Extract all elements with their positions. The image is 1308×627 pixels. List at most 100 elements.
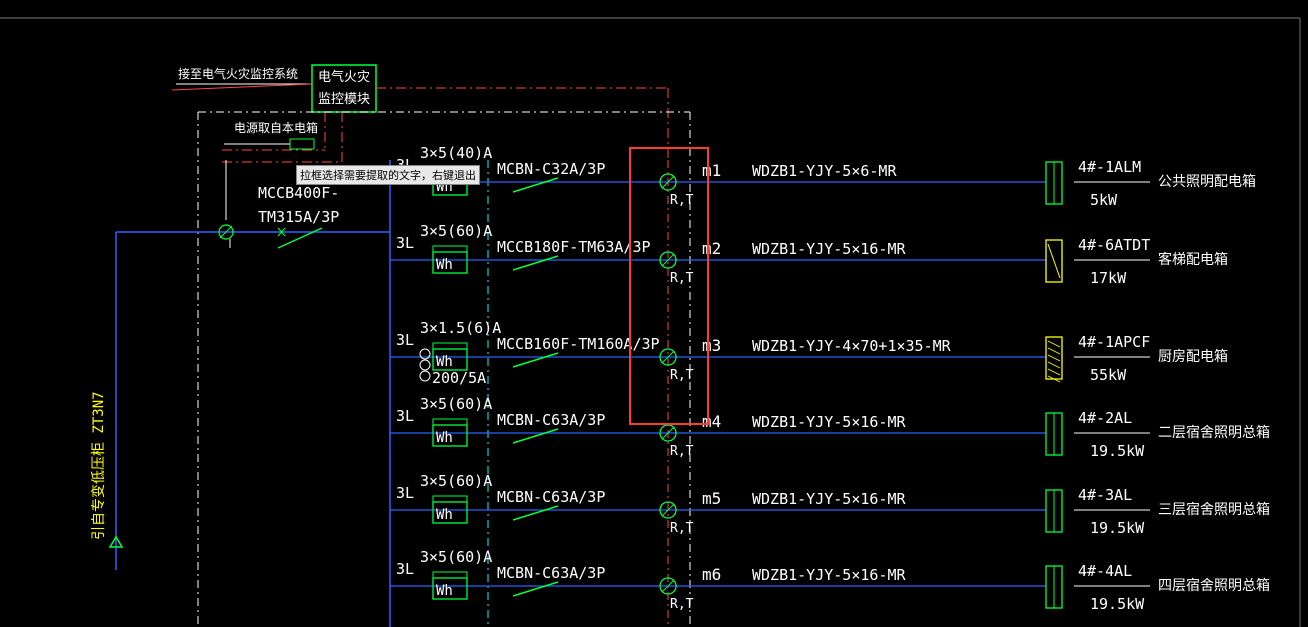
breaker-symbol <box>512 428 559 444</box>
cable-spec: WDZB1-YJY-5×16-MR <box>752 566 906 584</box>
meter-top-box <box>432 571 468 579</box>
phase-label: 3L <box>396 560 414 578</box>
main-breaker-line2: TM315A/3P <box>258 208 339 226</box>
breaker-rating: MCCB160F-TM160A/3P <box>497 335 660 353</box>
phase-label: 3L <box>396 484 414 502</box>
meter-rating: 3×5(60)A <box>420 222 492 240</box>
rt-label: R,T <box>670 271 694 286</box>
ct-symbol <box>659 501 677 519</box>
box-description: 四层宿舍照明总箱 <box>1158 577 1270 594</box>
distribution-box-symbol <box>1045 239 1063 283</box>
meter-top-box <box>432 495 468 503</box>
box-description: 厨房配电箱 <box>1158 349 1228 365</box>
ct-slash <box>661 350 675 364</box>
breaker-rating: MCBN-C32A/3P <box>497 160 605 178</box>
meter-rating: 3×5(60)A <box>420 472 492 490</box>
rt-label: R,T <box>670 444 694 459</box>
cable-spec: WDZB1-YJY-5×16-MR <box>752 413 906 431</box>
circuit-id: m5 <box>702 489 721 508</box>
meter-rating: 3×5(40)A <box>420 144 492 162</box>
rt-label: R,T <box>670 193 694 208</box>
breaker-symbol <box>512 177 559 193</box>
rt-label: R,T <box>670 368 694 383</box>
kwh-meter-label: Wh <box>436 354 453 370</box>
main-breaker-line1: MCCB400F- <box>258 184 339 202</box>
circuit-id: m1 <box>702 161 721 180</box>
box-description: 三层宿舍照明总箱 <box>1158 501 1270 518</box>
meter-rating: 3×1.5(6)A <box>420 319 501 337</box>
panel-outline <box>197 111 691 627</box>
extract-text-tooltip: 拉框选择需要提取的文字，右键退出 <box>296 165 480 185</box>
breaker-symbol <box>512 505 559 521</box>
kwh-meter-label: Wh <box>436 430 453 446</box>
breaker-rating: MCBN-C63A/3P <box>497 488 605 506</box>
breaker-symbol <box>512 352 559 368</box>
ct-slash <box>661 253 675 267</box>
selection-highlight <box>629 147 709 425</box>
box-hatch <box>1047 340 1061 348</box>
circuit-id: m6 <box>702 565 721 584</box>
power-source-label: 电源取自本电箱 <box>234 120 318 135</box>
fire-link-label: 接至电气火灾监控系统 <box>178 66 298 81</box>
fire-module-line1: 电气火灾 <box>318 69 370 85</box>
box-name: 4#-6ATDT <box>1078 236 1150 254</box>
box-hatch <box>1047 347 1061 355</box>
meter-rating: 3×5(60)A <box>420 395 492 413</box>
kwh-meter-label: Wh <box>436 257 453 273</box>
meter-rating: 3×5(60)A <box>420 548 492 566</box>
box-hatch <box>1047 361 1061 369</box>
ct-symbol <box>659 173 677 191</box>
ct-slash <box>661 579 675 593</box>
phase-label: 3L <box>396 234 414 252</box>
breaker-rating: MCBN-C63A/3P <box>497 564 605 582</box>
box-description: 公共照明配电箱 <box>1158 174 1256 190</box>
phase-label: 3L <box>396 407 414 425</box>
box-diagonal <box>1047 243 1061 279</box>
fire-module-line2: 监控模块 <box>318 92 370 107</box>
incoming-source-label: 引自专变低压柜 ZT3N7 <box>91 391 107 540</box>
box-name: 4#-2AL <box>1078 409 1132 427</box>
circuit-id: m3 <box>702 336 721 355</box>
main-ct-symbol <box>218 224 234 240</box>
breaker-rating: MCBN-C63A/3P <box>497 411 605 429</box>
box-description: 二层宿舍照明总箱 <box>1158 424 1270 441</box>
meter-top-box <box>432 342 468 350</box>
rt-label: R,T <box>670 597 694 612</box>
kwh-meter-label: Wh <box>436 583 453 599</box>
box-hatch <box>1047 354 1061 362</box>
box-power: 19.5kW <box>1090 519 1145 537</box>
box-description: 客梯配电箱 <box>1158 251 1228 268</box>
box-power: 17kW <box>1090 269 1127 287</box>
ct-slash <box>661 175 675 189</box>
circuit-id: m2 <box>702 239 721 258</box>
cable-spec: WDZB1-YJY-4×70+1×35-MR <box>752 337 952 355</box>
kwh-meter-label: Wh <box>436 507 453 523</box>
ct-coil-extra <box>419 370 431 382</box>
box-power: 55kW <box>1090 366 1127 384</box>
box-power: 19.5kW <box>1090 595 1145 613</box>
ct-coil-bottom <box>419 359 431 371</box>
box-power: 19.5kW <box>1090 442 1145 460</box>
breaker-rating: MCCB180F-TM63A/3P <box>497 238 651 256</box>
breaker-symbol <box>512 255 559 271</box>
ct-symbol <box>659 348 677 366</box>
meter-top-box <box>432 418 468 426</box>
cable-spec: WDZB1-YJY-5×6-MR <box>752 162 897 180</box>
main-breaker-symbol <box>277 227 323 249</box>
box-name: 4#-1ALM <box>1078 158 1141 176</box>
box-name: 4#-1APCF <box>1078 333 1150 351</box>
ct-ratio: 200/5A <box>432 369 486 387</box>
rt-label: R,T <box>670 521 694 536</box>
cable-spec: WDZB1-YJY-5×16-MR <box>752 490 906 508</box>
circuit-id: m4 <box>702 412 721 431</box>
phase-label: 3L <box>396 331 414 349</box>
box-hatch <box>1047 375 1061 383</box>
ct-coil-top <box>419 348 431 360</box>
cable-spec: WDZB1-YJY-5×16-MR <box>752 240 906 258</box>
ct-symbol <box>659 251 677 269</box>
box-hatch <box>1047 368 1061 376</box>
meter-top-box <box>432 245 468 253</box>
ct-slash <box>661 426 675 440</box>
box-name: 4#-4AL <box>1078 562 1132 580</box>
